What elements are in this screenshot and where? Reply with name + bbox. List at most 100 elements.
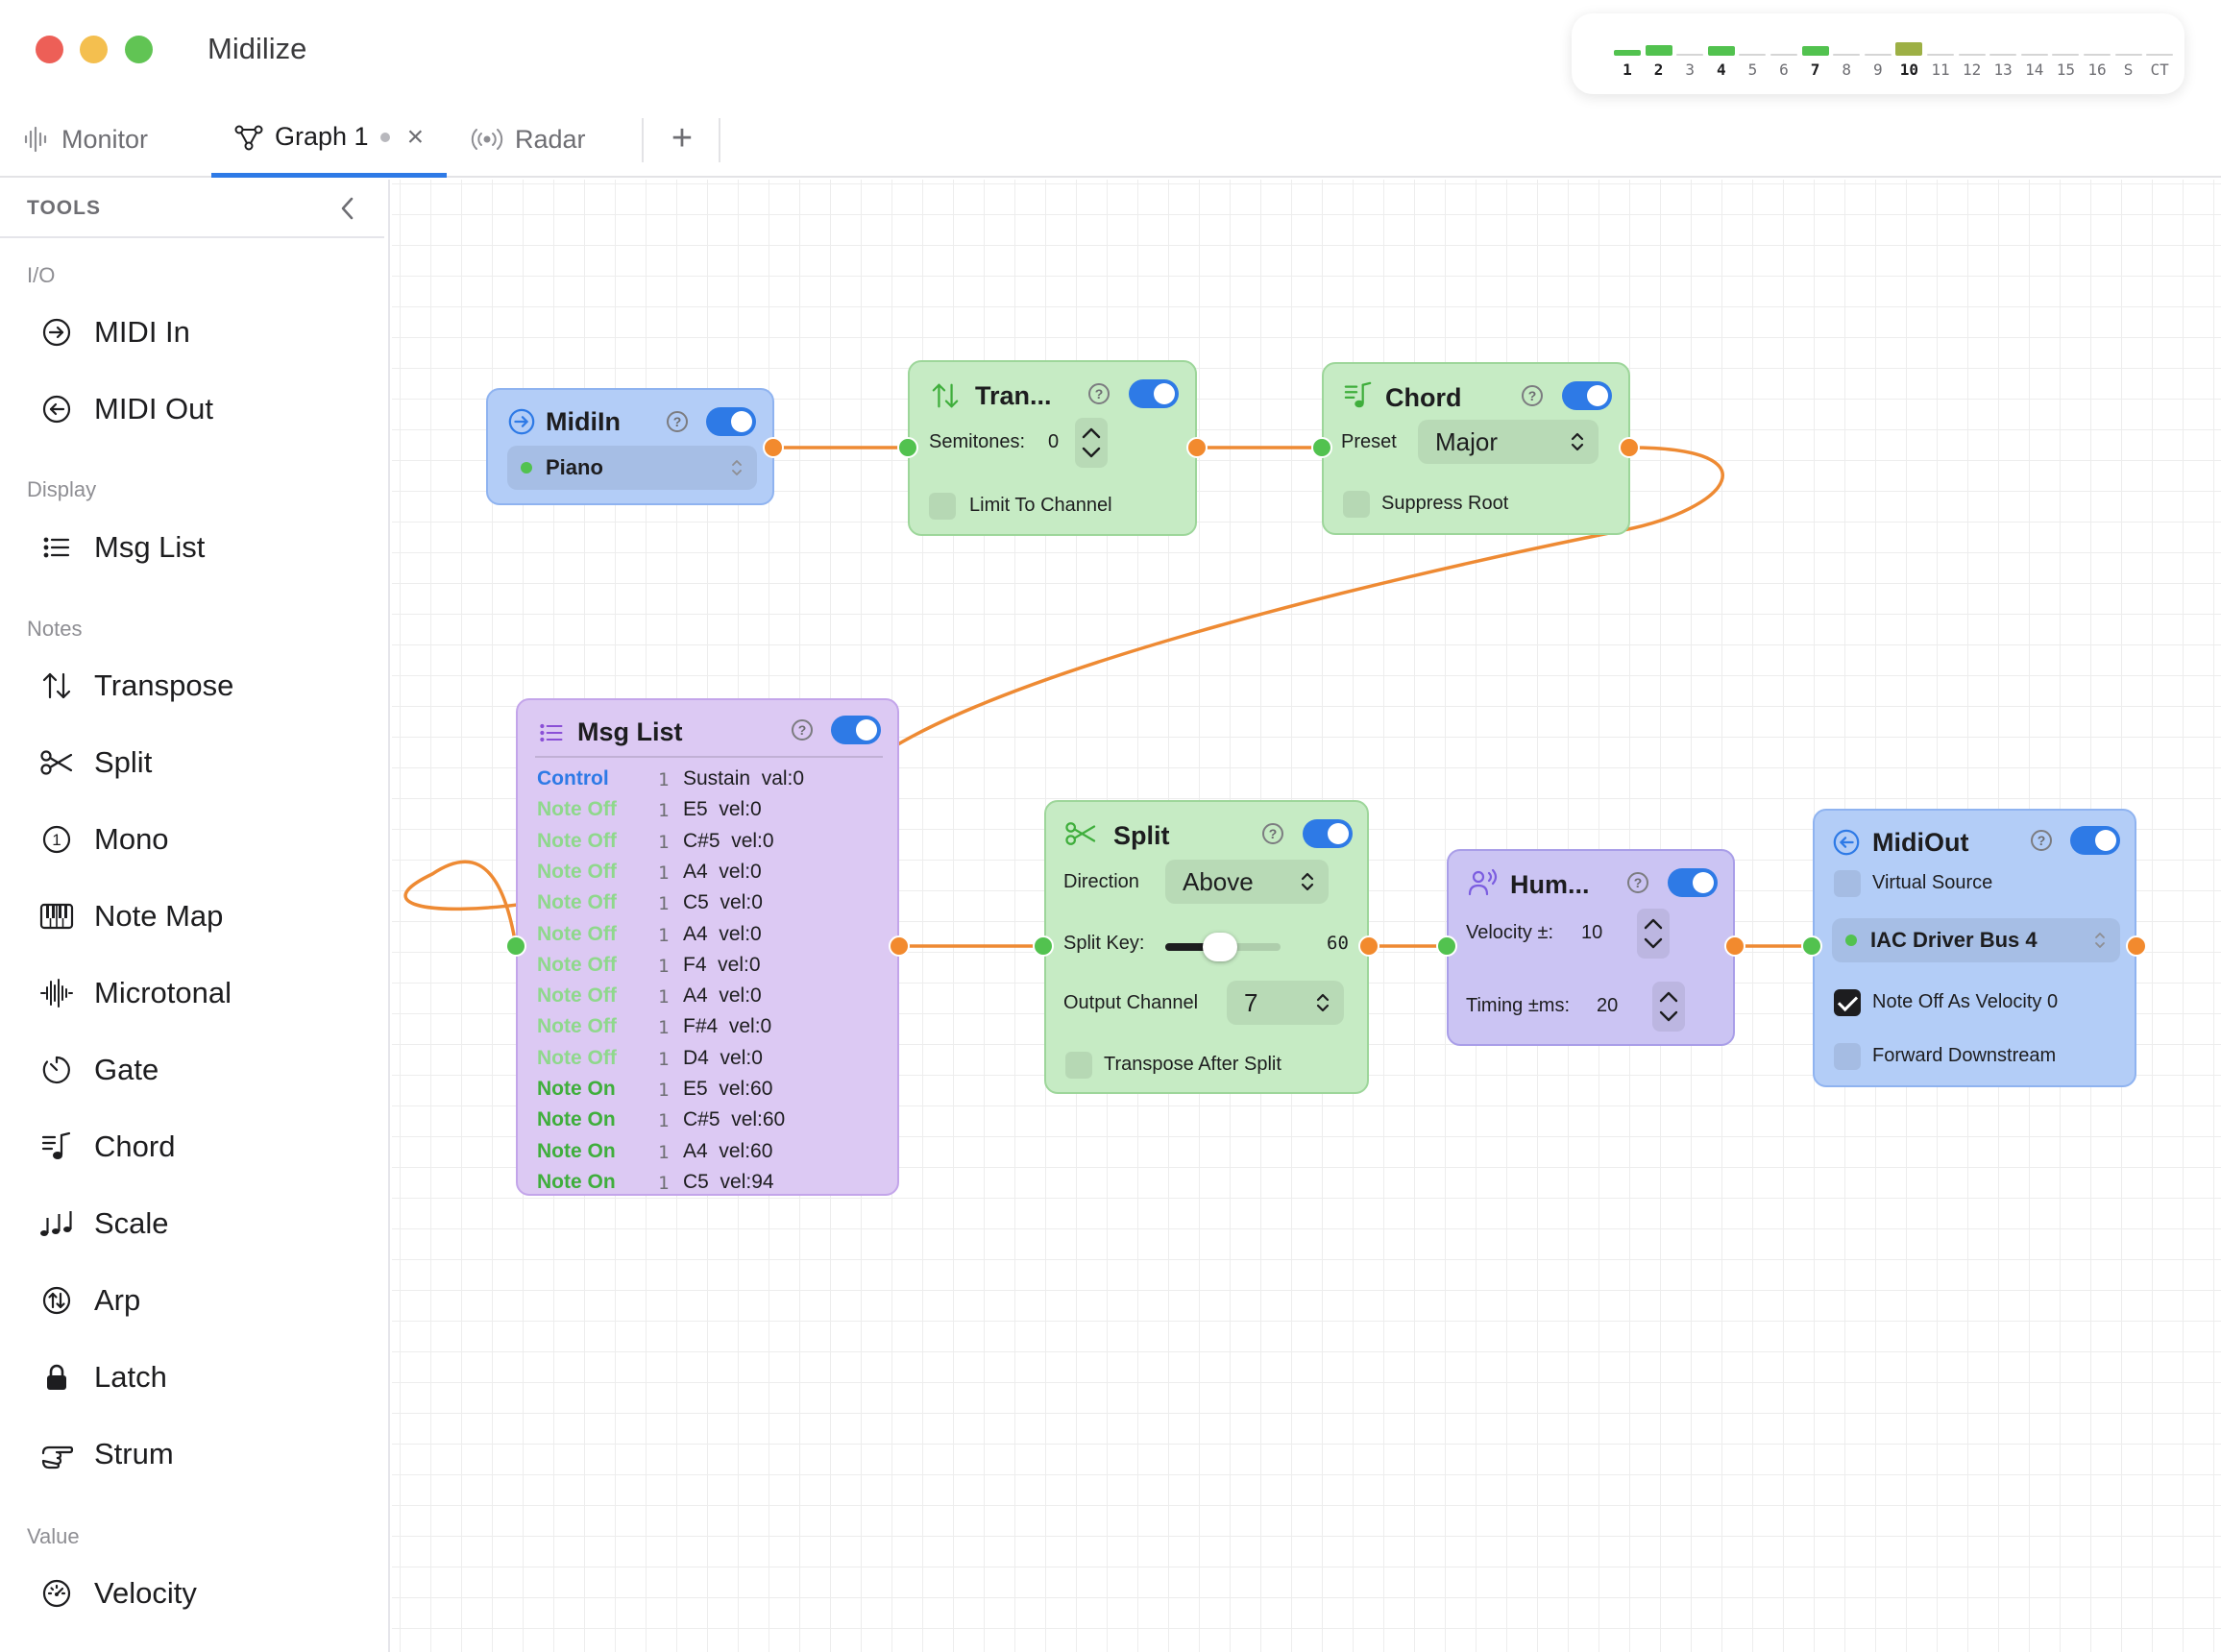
enable-toggle[interactable] bbox=[2070, 826, 2120, 855]
help-icon[interactable]: ? bbox=[1088, 383, 1110, 404]
output-channel-select[interactable]: 7 bbox=[1227, 981, 1344, 1025]
msg-value: A4 vel:0 bbox=[683, 922, 762, 945]
node-humanize[interactable]: Hum... ? Velocity ±: 10 Timing ±ms: 20 bbox=[1447, 849, 1735, 1046]
tool-mono[interactable]: 1 Mono bbox=[38, 813, 169, 866]
channel-level-bar bbox=[1739, 54, 1767, 56]
split-input-port[interactable] bbox=[1033, 935, 1054, 957]
help-icon[interactable]: ? bbox=[667, 411, 688, 432]
humanize-input-port[interactable] bbox=[1436, 935, 1457, 957]
node-transpose[interactable]: Tran... ? Semitones: 0 Limit To Channel bbox=[908, 360, 1197, 536]
tool-transpose[interactable]: Transpose bbox=[38, 659, 233, 713]
tool-strum[interactable]: Strum bbox=[38, 1427, 174, 1481]
midiin-output-port[interactable] bbox=[763, 437, 784, 458]
channel-label: 6 bbox=[1779, 61, 1789, 79]
close-tab-button[interactable]: × bbox=[406, 120, 425, 153]
chord-input-port[interactable] bbox=[1311, 437, 1332, 458]
minimize-window-button[interactable] bbox=[80, 36, 108, 63]
enable-toggle[interactable] bbox=[706, 407, 756, 436]
forward-downstream-checkbox[interactable] bbox=[1834, 1043, 1861, 1070]
close-window-button[interactable] bbox=[36, 36, 63, 63]
channel-label: 2 bbox=[1653, 61, 1664, 79]
midi-source-select[interactable]: Piano bbox=[507, 446, 757, 490]
enable-toggle[interactable] bbox=[1129, 379, 1179, 408]
note-off-as-velocity-checkbox[interactable] bbox=[1834, 989, 1861, 1016]
tool-split[interactable]: Split bbox=[38, 736, 152, 790]
virtual-source-checkbox[interactable] bbox=[1834, 870, 1861, 897]
suppress-root-checkbox[interactable] bbox=[1343, 491, 1370, 518]
add-tab-button[interactable]: + bbox=[671, 117, 694, 158]
enable-toggle[interactable] bbox=[1668, 868, 1718, 897]
help-icon[interactable]: ? bbox=[1522, 385, 1543, 406]
tab-graph[interactable]: Graph 1 × bbox=[211, 101, 448, 178]
direction-select[interactable]: Above bbox=[1165, 860, 1329, 904]
channel-level-bar bbox=[1927, 54, 1954, 56]
zoom-window-button[interactable] bbox=[125, 36, 153, 63]
msglist-output-port[interactable] bbox=[889, 935, 910, 957]
graph-nodes-icon bbox=[234, 125, 263, 150]
midi-destination-select[interactable]: IAC Driver Bus 4 bbox=[1832, 918, 2120, 962]
split-output-port[interactable] bbox=[1358, 935, 1379, 957]
msg-value: C5 vel:94 bbox=[683, 1170, 774, 1193]
tool-label: Arp bbox=[94, 1283, 141, 1317]
chevron-up-down-icon bbox=[1571, 432, 1584, 451]
enable-toggle[interactable] bbox=[831, 716, 881, 744]
node-midi-out[interactable]: MidiOut ? Virtual Source IAC Driver Bus … bbox=[1813, 809, 2136, 1087]
channel-label: 13 bbox=[1993, 61, 2013, 79]
tab-monitor[interactable]: Monitor bbox=[23, 101, 148, 178]
list-icon bbox=[540, 723, 563, 742]
channel-level-bar bbox=[1833, 54, 1861, 56]
slider-knob[interactable] bbox=[1203, 933, 1237, 961]
msglist-input-port[interactable] bbox=[505, 935, 526, 957]
preset-select[interactable]: Major bbox=[1418, 420, 1599, 464]
tool-note-map[interactable]: Note Map bbox=[38, 889, 223, 943]
velocity-stepper[interactable] bbox=[1637, 909, 1670, 959]
tool-gate[interactable]: Gate bbox=[38, 1043, 159, 1097]
tab-radar[interactable]: Radar bbox=[471, 101, 586, 178]
transpose-output-port[interactable] bbox=[1186, 437, 1208, 458]
node-title: Split bbox=[1113, 821, 1170, 850]
enable-toggle[interactable] bbox=[1303, 819, 1353, 848]
midiout-input-port[interactable] bbox=[1801, 935, 1822, 957]
tool-midi-out[interactable]: MIDI Out bbox=[38, 382, 213, 436]
humanize-output-port[interactable] bbox=[1724, 935, 1745, 957]
chord-output-port[interactable] bbox=[1619, 437, 1640, 458]
tool-label: MIDI Out bbox=[94, 392, 214, 425]
chevron-left-icon[interactable] bbox=[336, 195, 359, 222]
transpose-input-port[interactable] bbox=[897, 437, 918, 458]
help-icon[interactable]: ? bbox=[1262, 823, 1283, 844]
msg-type: Note Off bbox=[537, 953, 617, 976]
channel-meter: 11 bbox=[1925, 13, 1956, 94]
split-key-slider[interactable] bbox=[1165, 933, 1281, 961]
tool-midi-in[interactable]: MIDI In bbox=[38, 305, 190, 359]
direction-value: Above bbox=[1183, 866, 1254, 896]
channel-label: 16 bbox=[2087, 61, 2107, 79]
channel-meter: S bbox=[2113, 13, 2144, 94]
msg-channel: 1 bbox=[658, 924, 670, 946]
limit-to-channel-checkbox[interactable] bbox=[929, 493, 956, 520]
tool-chord[interactable]: Chord bbox=[38, 1120, 175, 1174]
transpose-after-split-checkbox[interactable] bbox=[1065, 1052, 1092, 1079]
tool-latch[interactable]: Latch bbox=[38, 1350, 167, 1404]
tool-arp[interactable]: Arp bbox=[38, 1274, 140, 1327]
help-icon[interactable]: ? bbox=[2031, 830, 2052, 851]
help-icon[interactable]: ? bbox=[1627, 872, 1648, 893]
scissors-icon bbox=[38, 744, 75, 781]
node-split[interactable]: Split ? Direction Above Split Key: 60 Ou… bbox=[1044, 800, 1369, 1094]
node-chord[interactable]: Chord ? Preset Major Suppress Root bbox=[1322, 362, 1630, 535]
tool-scale[interactable]: Scale bbox=[38, 1197, 169, 1251]
timing-stepper[interactable] bbox=[1652, 982, 1685, 1032]
semitones-stepper[interactable] bbox=[1075, 418, 1108, 468]
node-midi-in[interactable]: MidiIn ? Piano bbox=[486, 388, 774, 505]
tool-microtonal[interactable]: Microtonal bbox=[38, 966, 232, 1020]
suppress-root-label: Suppress Root bbox=[1381, 493, 1509, 514]
tool-msg-list[interactable]: Msg List bbox=[38, 521, 205, 574]
tool-velocity[interactable]: Velocity bbox=[38, 1567, 197, 1620]
msg-type: Note Off bbox=[537, 922, 617, 945]
tab-bar: Monitor Graph 1 × Radar bbox=[0, 101, 2221, 178]
midiout-output-port[interactable] bbox=[2126, 935, 2147, 957]
help-icon[interactable]: ? bbox=[792, 719, 813, 741]
enable-toggle[interactable] bbox=[1562, 381, 1612, 410]
channel-meter: 9 bbox=[1863, 13, 1893, 94]
